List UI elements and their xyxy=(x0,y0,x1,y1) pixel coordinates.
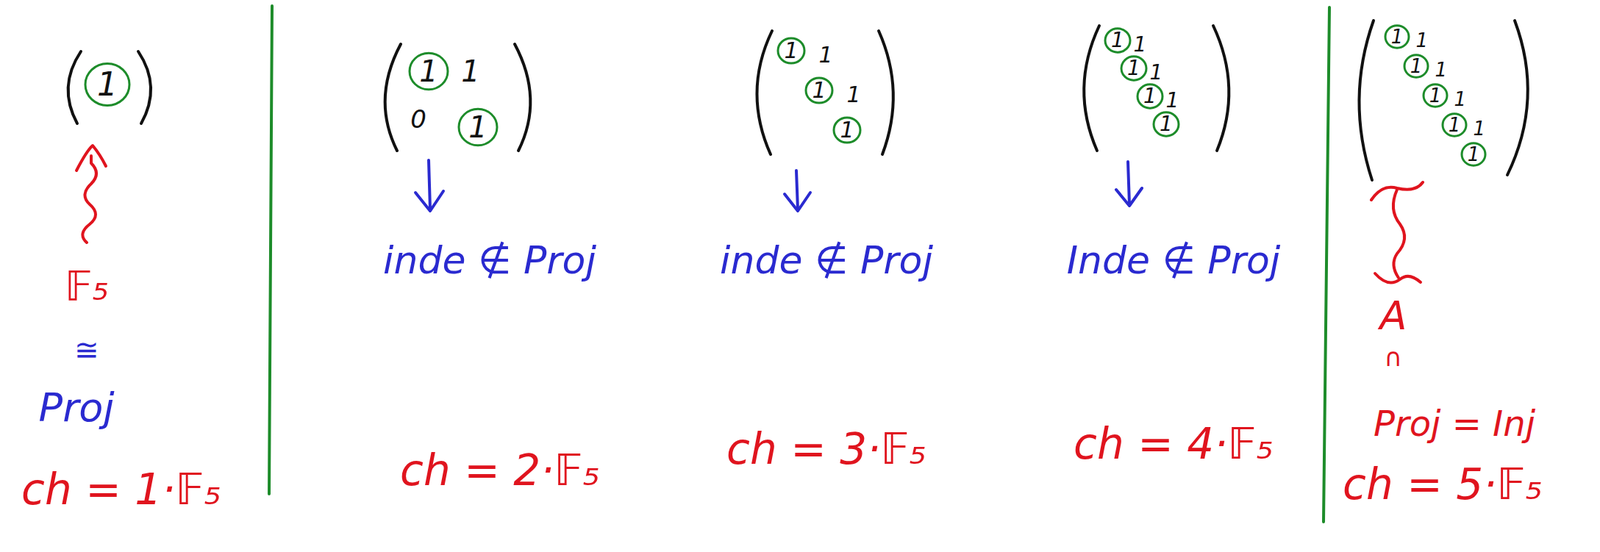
matrix-entry: 1 xyxy=(419,56,438,87)
correspondence-brace xyxy=(1393,189,1405,278)
correspondence-arrow xyxy=(82,155,97,243)
matrix-entry: 1 xyxy=(1448,115,1462,135)
matrix-bracket xyxy=(878,30,894,155)
matrix-entry: 1 xyxy=(839,119,854,142)
matrix-entry: 1 xyxy=(1410,56,1423,76)
diagonal-circle xyxy=(1385,25,1409,48)
diagonal-circle xyxy=(1137,84,1163,109)
property-note: inde ∉ Proj xyxy=(383,241,597,280)
arrow-shaft xyxy=(428,160,431,210)
matrix-entry: 1 xyxy=(1127,58,1141,79)
diagonal-circle xyxy=(1105,28,1131,53)
diagonal-circle xyxy=(1121,56,1147,81)
character-formula: ch = 1·𝔽₅ xyxy=(21,468,222,512)
character-formula: ch = 3·𝔽₅ xyxy=(726,427,927,471)
matrix-entry: 1 xyxy=(97,68,118,101)
matrix-entry: 1 xyxy=(1435,60,1448,80)
matrix-entry: 1 xyxy=(1133,34,1147,56)
property-note: inde ∉ Proj xyxy=(719,241,934,280)
diagonal-circle xyxy=(1423,84,1448,107)
matrix-entry: 1 xyxy=(468,112,487,142)
matrix-entry: 1 xyxy=(461,56,480,87)
brace-cap xyxy=(1375,273,1421,284)
arrow-shaft xyxy=(796,170,798,210)
arrow-shaft xyxy=(1127,161,1130,205)
matrix-entry: 1 xyxy=(1159,113,1173,135)
matrix-entry: 1 xyxy=(1149,62,1163,84)
matrix-entry: 1 xyxy=(811,79,826,102)
matrix-entry: 1 xyxy=(1467,144,1481,164)
algebra-name: A xyxy=(1380,296,1408,337)
matrix-entry: 1 xyxy=(1473,119,1487,139)
matrix-entry: 1 xyxy=(1165,90,1179,112)
diagonal-circle xyxy=(1461,143,1486,166)
matrix-entry: 1 xyxy=(1429,86,1442,106)
arrow-head xyxy=(1116,188,1142,206)
character-formula: ch = 2·𝔽₅ xyxy=(400,449,600,492)
separator-line xyxy=(1323,7,1330,523)
matrix-bracket xyxy=(68,51,81,124)
matrix-entry: 1 xyxy=(1391,27,1404,47)
separator-line xyxy=(269,5,273,495)
diagonal-circle xyxy=(1404,55,1428,78)
matrix-entry: 1 xyxy=(1143,86,1157,107)
matrix-entry: 1 xyxy=(846,83,861,106)
matrix-entry: 1 xyxy=(1454,89,1467,109)
diagonal-circle xyxy=(833,117,861,143)
module-name: Proj xyxy=(38,388,115,428)
matrix-entry: 0 xyxy=(410,106,427,132)
diagonal-circle xyxy=(805,77,833,103)
relation-symbol: ∩ xyxy=(1384,344,1403,370)
diagonal-circle xyxy=(85,63,130,106)
property-note: Inde ∉ Proj xyxy=(1066,241,1281,280)
property-note: Proj = Inj xyxy=(1373,405,1536,442)
matrix-entry: 1 xyxy=(818,44,833,67)
diagonal-circle xyxy=(1442,113,1467,137)
arrow-head xyxy=(784,192,811,212)
matrix-bracket xyxy=(138,51,151,124)
matrix-bracket xyxy=(756,30,773,155)
matrix-bracket xyxy=(1083,25,1100,151)
matrix-entry: 1 xyxy=(783,39,798,62)
matrix-bracket xyxy=(1213,25,1229,151)
character-formula: ch = 5·𝔽₅ xyxy=(1342,463,1543,506)
arrow-head xyxy=(415,191,444,212)
arrow-head xyxy=(76,145,106,171)
matrix-bracket xyxy=(385,44,401,151)
diagonal-circle xyxy=(1153,112,1179,137)
matrix-entry: 1 xyxy=(1416,30,1429,50)
diagonal-circle xyxy=(777,38,805,64)
field-label: 𝔽₅ xyxy=(64,265,109,307)
matrix-bracket xyxy=(514,44,531,151)
character-formula: ch = 4·𝔽₅ xyxy=(1073,422,1274,466)
matrix-bracket xyxy=(1507,20,1528,175)
diagonal-circle xyxy=(409,52,448,89)
isomorphism-symbol: ≅ xyxy=(74,335,100,365)
matrix-bracket xyxy=(1358,20,1374,181)
diagonal-circle xyxy=(458,108,498,145)
matrix-entry: 1 xyxy=(1111,30,1125,51)
